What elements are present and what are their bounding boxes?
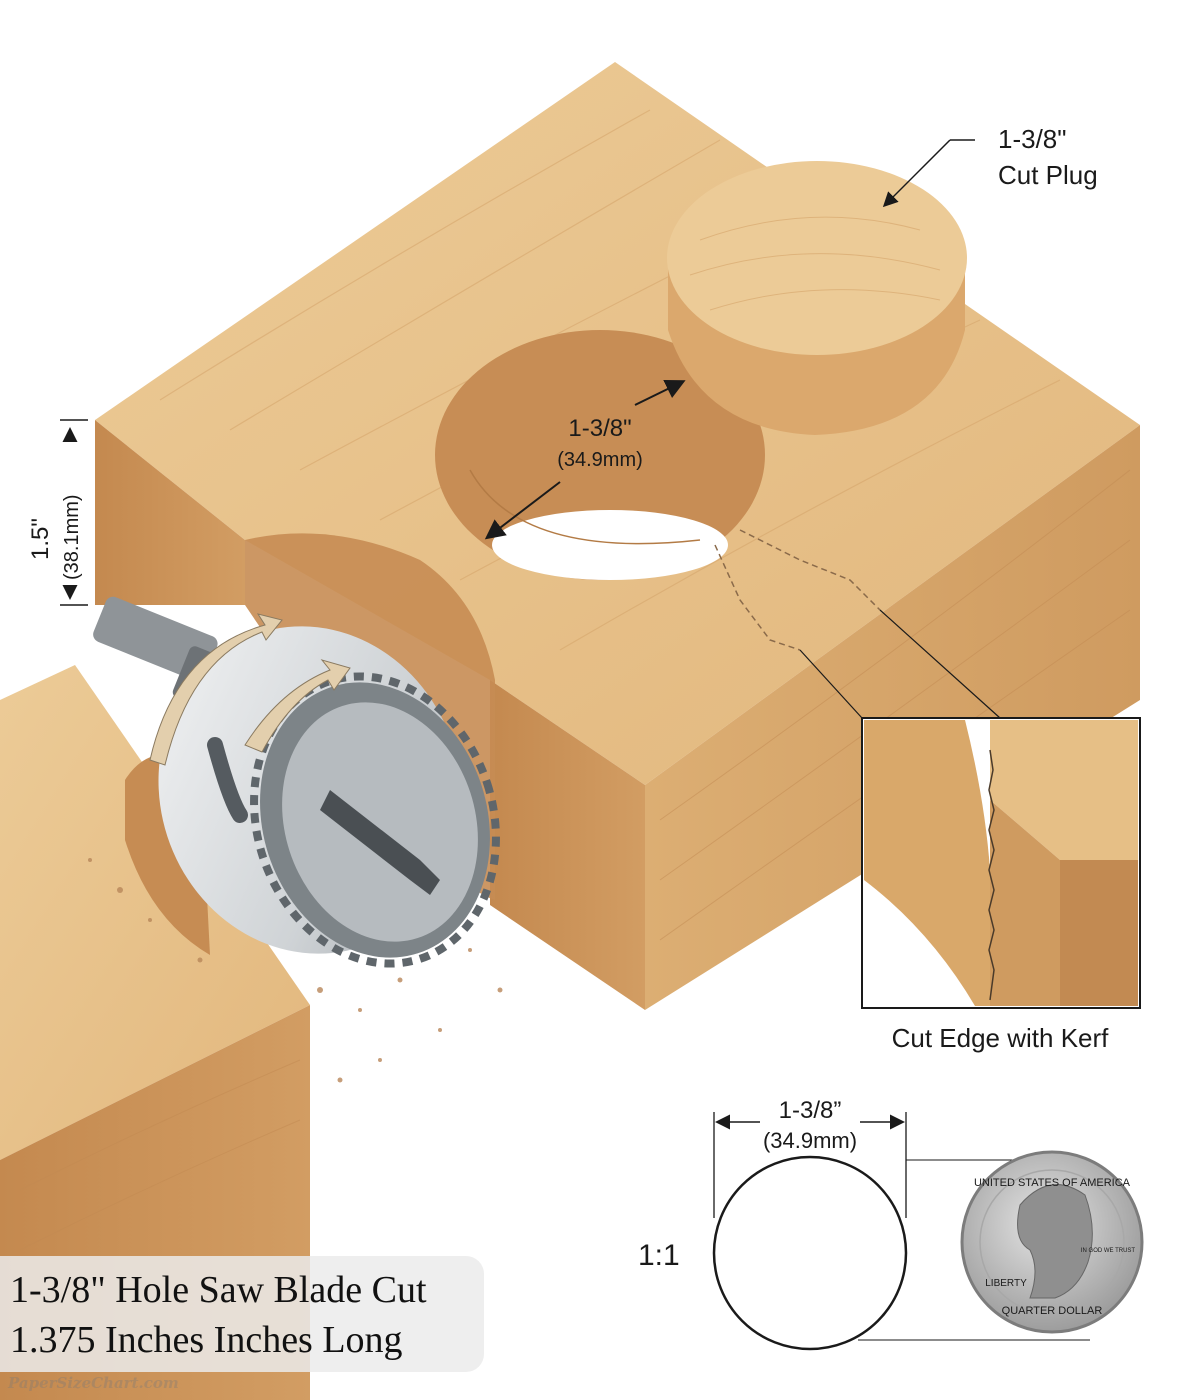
hole-mm-label: (34.9mm): [557, 449, 643, 471]
plug-size-label: 1-3/8": [998, 124, 1067, 154]
thickness-mm-label: (38.1mm): [61, 494, 83, 580]
thickness-inches-label: 1.5": [27, 518, 54, 560]
caption-box: [0, 1256, 484, 1372]
thickness-dimension: 1.5" (38.1mm): [27, 419, 88, 606]
sawdust: [88, 858, 503, 1083]
kerf-inset: Cut Edge with Kerf: [799, 609, 1141, 1053]
coin-top-text: UNITED STATES OF AMERICA: [974, 1177, 1131, 1189]
hole-size-label: 1-3/8": [568, 415, 631, 442]
hole-saw: [93, 596, 500, 968]
scale-mm-label: (34.9mm): [763, 1128, 857, 1153]
hole-dimension: 1-3/8" (34.9mm): [484, 380, 686, 540]
watermark: PaperSizeChart.com: [8, 1374, 179, 1392]
coin-motto-text: IN GOD WE TRUST: [1081, 1248, 1136, 1254]
plug-callout: 1-3/8" Cut Plug: [882, 124, 1098, 208]
scale-ratio-label: 1:1: [638, 1239, 680, 1272]
caption-line-1: 1-3/8" Hole Saw Blade Cut: [10, 1269, 427, 1311]
quarter-coin-icon: UNITED STATES OF AMERICA QUARTER DOLLAR …: [960, 1150, 1144, 1334]
kerf-crack: [714, 544, 801, 651]
plug-name-label: Cut Plug: [998, 160, 1098, 190]
coin-bottom-text: QUARTER DOLLAR: [1002, 1305, 1103, 1317]
scale-size-label: 1-3/8”: [779, 1097, 842, 1124]
cut-plug: [667, 161, 967, 435]
caption-line-2: 1.375 Inches Inches Long: [10, 1319, 403, 1361]
coin-liberty-text: LIBERTY: [985, 1278, 1027, 1289]
scale-comparison: 1-3/8” (34.9mm) 1:1 UNITED STATES OF AME…: [638, 1097, 1144, 1351]
kerf-caption: Cut Edge with Kerf: [892, 1023, 1110, 1053]
kerf-crack: [739, 529, 881, 611]
actual-size-circle: [712, 1155, 908, 1351]
